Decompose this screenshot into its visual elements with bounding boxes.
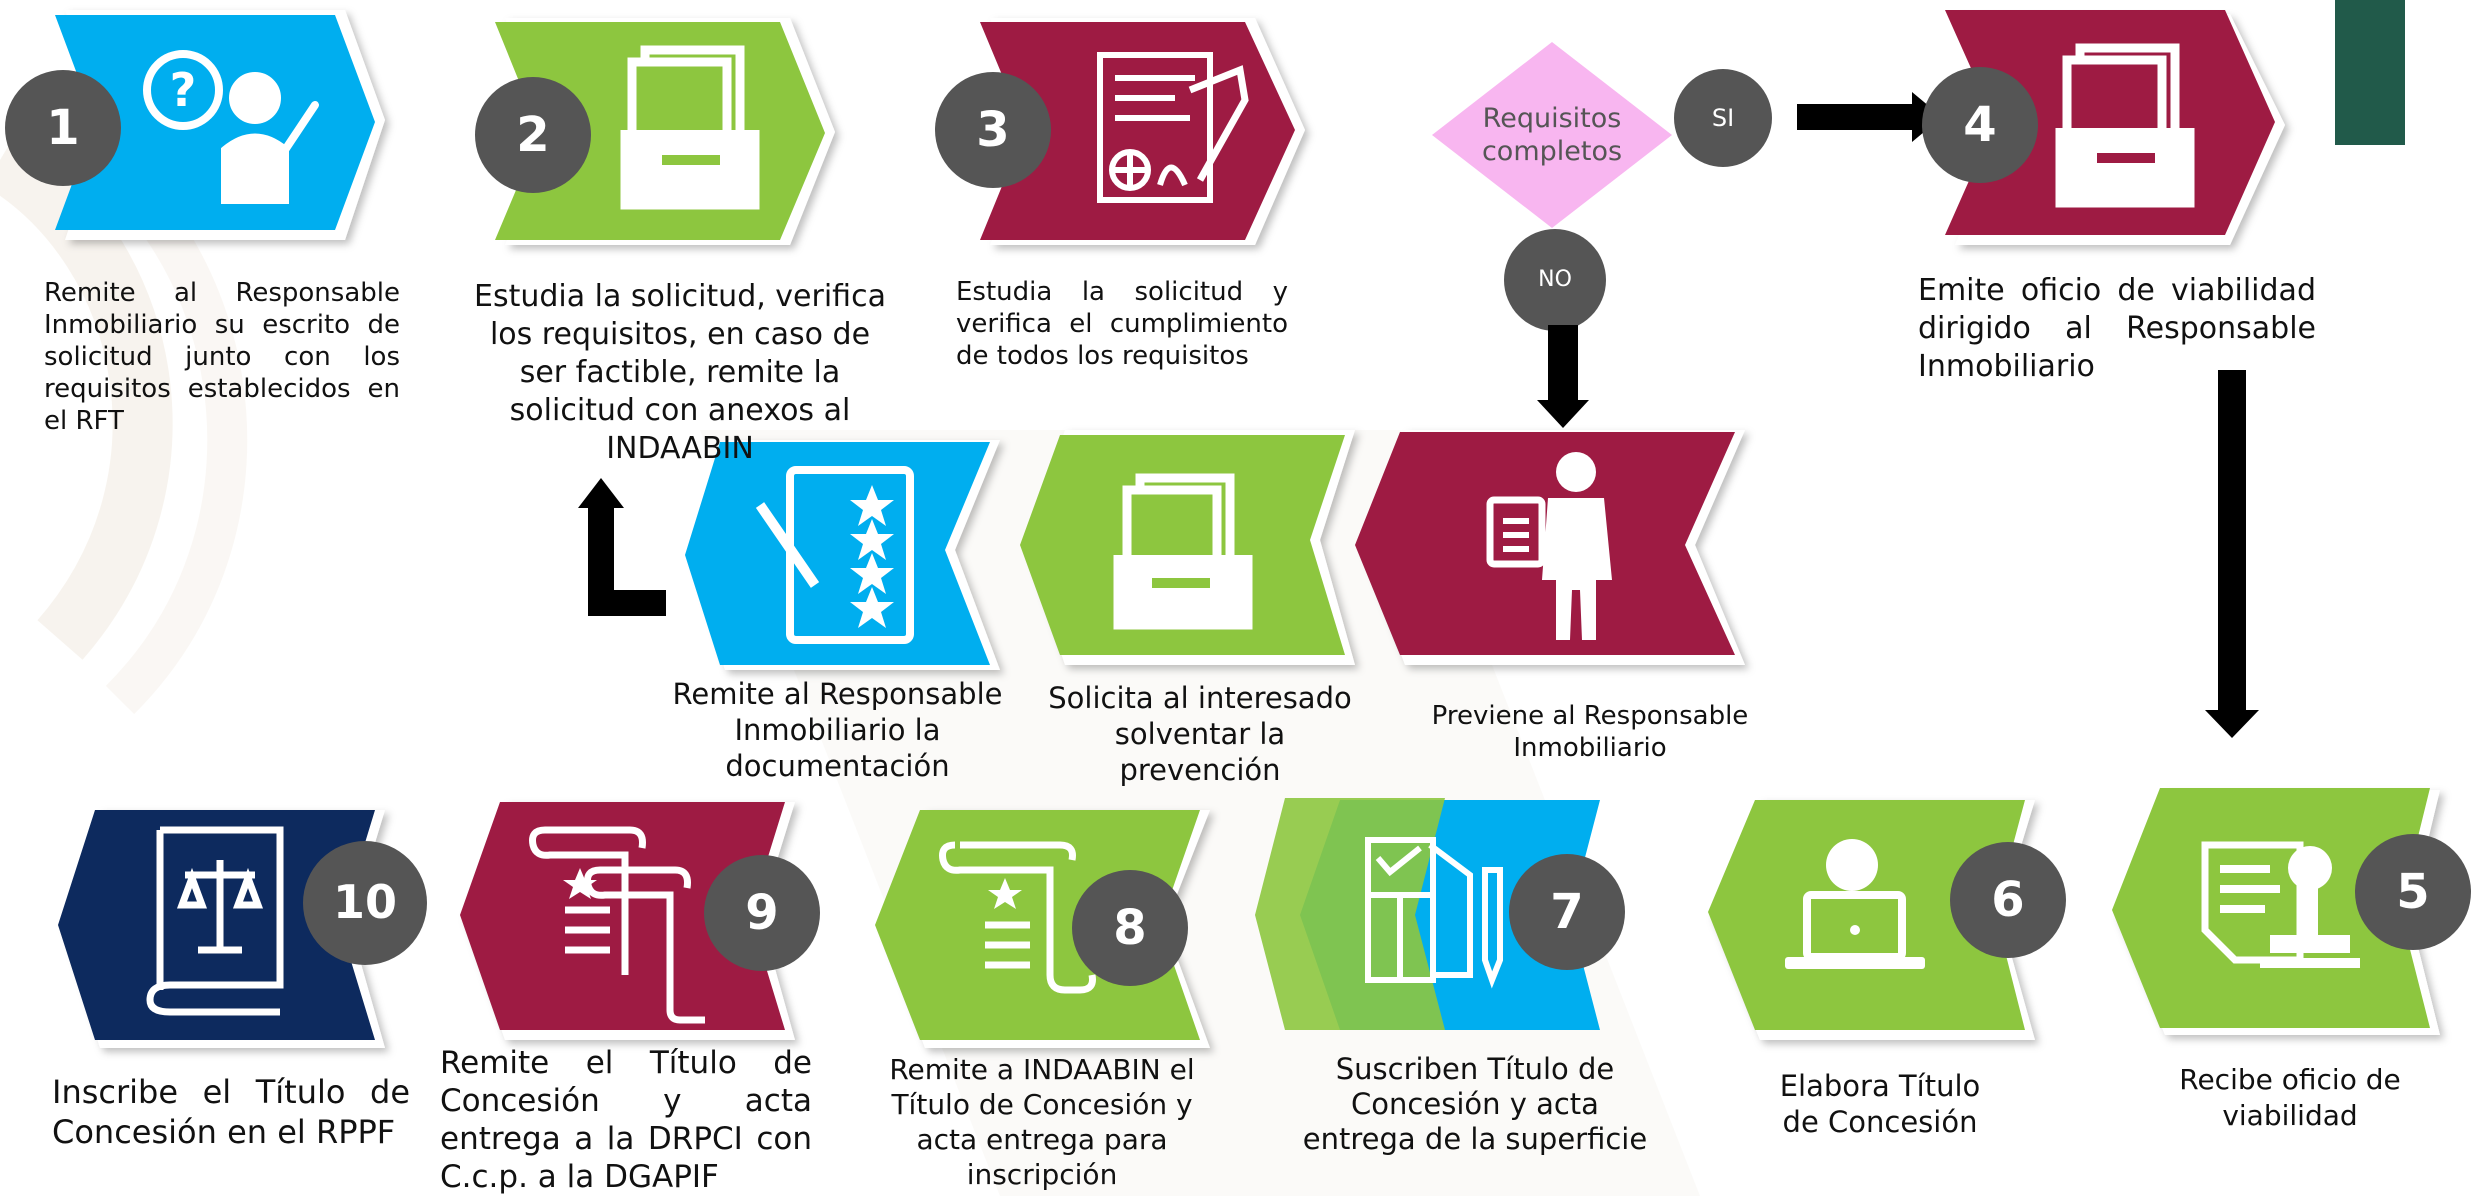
step-7-number-circle bbox=[1509, 854, 1625, 970]
step-6 bbox=[1708, 800, 2066, 1040]
scrolls-icon bbox=[529, 826, 705, 1024]
step-7-description: Suscriben Título de Concesión y acta ent… bbox=[1302, 1052, 1648, 1156]
floor-plan-icon bbox=[1365, 837, 1503, 989]
arrow-no bbox=[1537, 325, 1589, 428]
svg-text:?: ? bbox=[170, 63, 197, 117]
step-2 bbox=[475, 18, 835, 245]
step-9-description: Remite el Título de Concesión y acta ent… bbox=[440, 1045, 812, 1195]
question-person-icon: ? bbox=[143, 50, 319, 204]
step-9 bbox=[460, 802, 820, 1040]
branch-1 bbox=[1355, 430, 1745, 665]
arrow-yes bbox=[1797, 92, 1942, 142]
step-10-description: Inscribe el Título de Concesión en el RP… bbox=[52, 1073, 410, 1151]
branch-3-description: Remite al Responsable Inmobiliario la do… bbox=[672, 677, 1003, 783]
inbox-tray-icon bbox=[1113, 473, 1253, 630]
step-7 bbox=[1255, 798, 1625, 1030]
step-10-number-circle bbox=[303, 841, 427, 965]
step-4-number: 4 bbox=[1963, 97, 1997, 153]
step-8 bbox=[875, 810, 1210, 1048]
step-5-number: 5 bbox=[2396, 864, 2430, 920]
decision-yes-circle bbox=[1674, 69, 1772, 167]
step-6-number-circle bbox=[1950, 842, 2066, 958]
step-1-number-circle bbox=[5, 70, 121, 186]
branch-3-chevron bbox=[685, 442, 990, 665]
step-1-chevron bbox=[55, 15, 375, 230]
step-4-description: Emite oficio de viabilidad dirigido al R… bbox=[1918, 273, 2316, 384]
step-3 bbox=[935, 18, 1305, 245]
step-6-chevron bbox=[1708, 800, 2025, 1030]
decision-no-label: NO bbox=[1538, 267, 1572, 292]
step-5 bbox=[2112, 788, 2471, 1035]
step-3-number-circle bbox=[935, 72, 1051, 188]
decision bbox=[1432, 42, 1772, 331]
corner-bar bbox=[2335, 0, 2405, 145]
step-1: ? bbox=[5, 10, 385, 240]
blueprint-icon bbox=[1097, 52, 1249, 203]
step-1-description: Remite al Responsable Inmobiliario su es… bbox=[44, 278, 400, 436]
step-7-number: 7 bbox=[1550, 884, 1584, 940]
branch-3 bbox=[685, 440, 1000, 670]
person-clipboard-icon bbox=[1486, 452, 1612, 640]
inbox-tray-icon bbox=[2055, 43, 2195, 208]
step-3-number: 3 bbox=[976, 102, 1010, 158]
decision-diamond bbox=[1432, 42, 1672, 228]
step-5-description: Recibe oficio de viabilidad bbox=[2179, 1063, 2401, 1132]
step-10 bbox=[58, 810, 427, 1048]
decision-no-circle bbox=[1504, 229, 1606, 331]
branch-2 bbox=[1020, 430, 1355, 665]
arrow-return bbox=[578, 478, 666, 616]
arrow-4-to-5 bbox=[2205, 370, 2259, 738]
step-8-number-circle bbox=[1072, 870, 1188, 986]
branch-2-description: Solicita al interesado solventar la prev… bbox=[1048, 681, 1352, 787]
step-2-description: Estudia la solicitud, verifica los requi… bbox=[474, 279, 886, 466]
branch-1-description: Previene al Responsable Inmobiliario bbox=[1431, 701, 1749, 763]
decision-yes-label: SI bbox=[1711, 104, 1735, 132]
step-9-number-circle bbox=[704, 855, 820, 971]
scroll-icon bbox=[939, 841, 1096, 994]
decision-label: Requisitos completos bbox=[1481, 103, 1623, 167]
step-2-number-circle bbox=[475, 77, 591, 193]
step-5-number-circle bbox=[2355, 834, 2471, 950]
step-8-number: 8 bbox=[1113, 900, 1147, 956]
step-8-description: Remite a INDAABIN el Título de Concesión… bbox=[889, 1053, 1195, 1191]
laptop-user-icon bbox=[1785, 839, 1925, 969]
law-book-icon bbox=[146, 826, 284, 1016]
inbox-tray-icon bbox=[620, 45, 760, 210]
step-6-number: 6 bbox=[1991, 872, 2025, 928]
step-1-number: 1 bbox=[46, 100, 80, 156]
step-3-description: Estudia la solicitud y verifica el cumpl… bbox=[956, 277, 1288, 371]
step-10-number: 10 bbox=[332, 875, 397, 929]
step-4 bbox=[1922, 10, 2285, 245]
step-9-number: 9 bbox=[745, 885, 779, 941]
rating-checklist-icon bbox=[755, 466, 914, 644]
step-2-number: 2 bbox=[516, 107, 550, 163]
stamp-document-icon bbox=[2201, 841, 2360, 968]
step-6-description: Elabora Título de Concesión bbox=[1779, 1069, 1981, 1139]
step-4-number-circle bbox=[1922, 67, 2038, 183]
